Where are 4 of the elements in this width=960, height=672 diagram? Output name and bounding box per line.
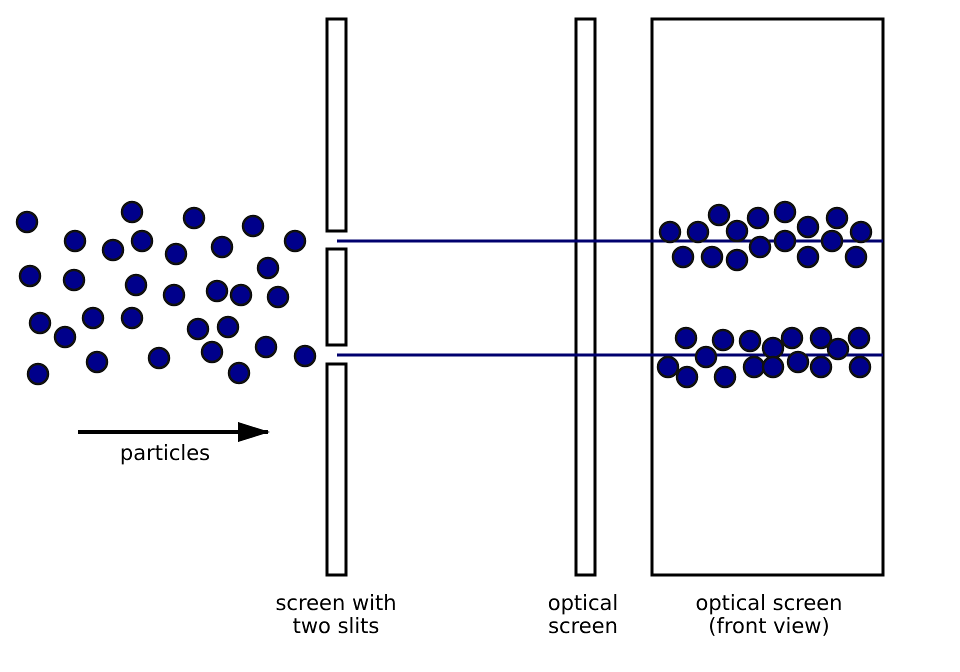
- screen-caption: optical screen: [546, 592, 620, 638]
- screen-caption: optical screen (front view): [694, 592, 844, 638]
- screen-caption: screen with two slits: [274, 592, 398, 638]
- arrow-label: particles: [118, 442, 212, 465]
